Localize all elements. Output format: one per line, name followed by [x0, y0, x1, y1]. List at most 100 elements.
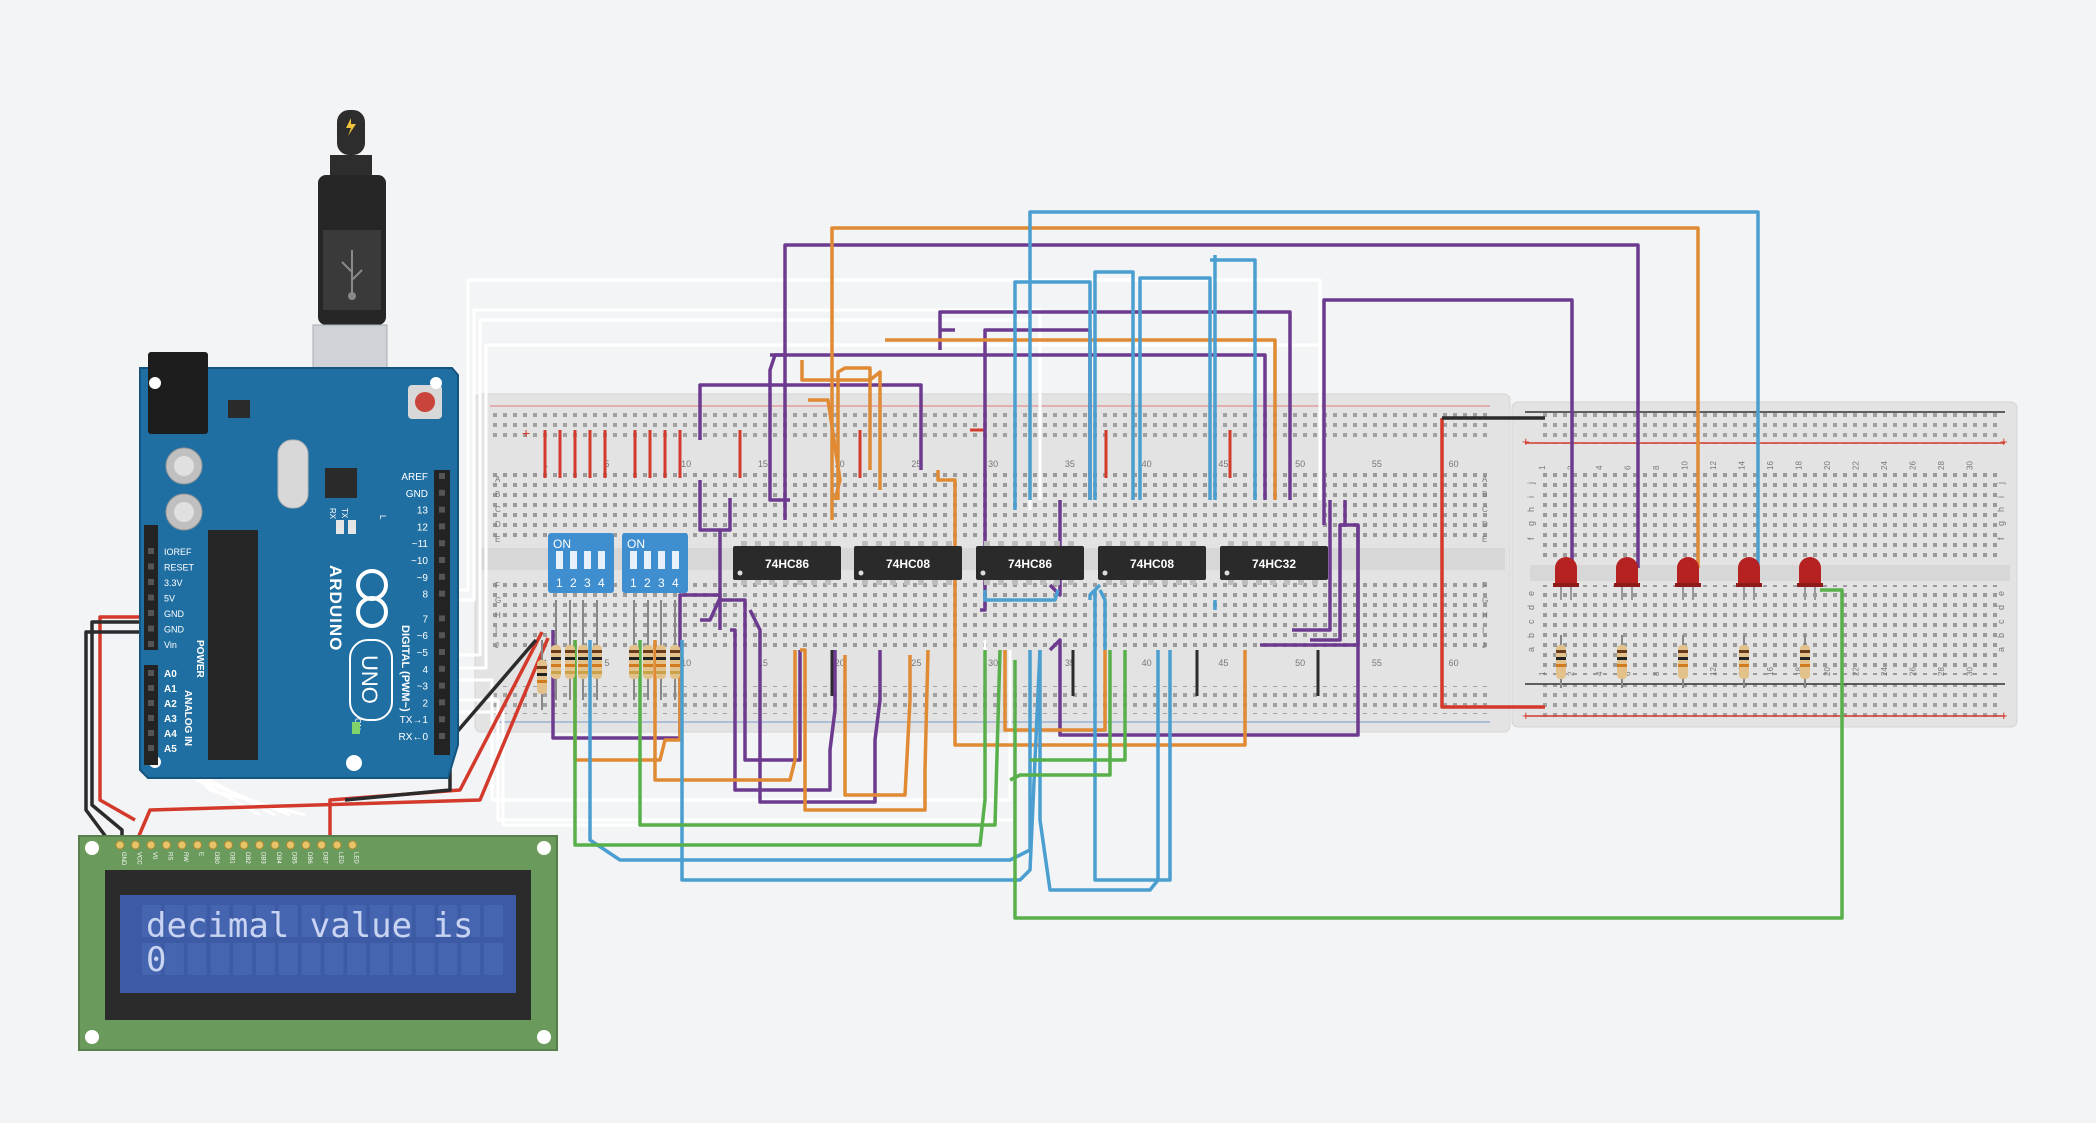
- small-column-number: 24: [1880, 461, 1889, 470]
- dip-toggle[interactable]: [658, 551, 665, 569]
- chip-label: 74HC08: [886, 557, 930, 571]
- row-letter: I: [1482, 626, 1484, 635]
- small-column-number: 1: [1538, 465, 1547, 470]
- column-number: 35: [1065, 658, 1075, 668]
- resistors-main[interactable]: [537, 600, 680, 710]
- power-header[interactable]: [144, 525, 158, 650]
- row-letter: G: [1482, 596, 1488, 605]
- svg-text:+: +: [2000, 708, 2008, 723]
- small-row-letter: b: [1526, 633, 1536, 638]
- ic-chips[interactable]: 74HC86 74HC08 74HC86 74HC08 74HC32: [733, 541, 1328, 585]
- resistor[interactable]: [592, 600, 602, 700]
- row-letter: A: [495, 475, 501, 484]
- column-number: 55: [1372, 658, 1382, 668]
- led[interactable]: [1797, 557, 1823, 600]
- led[interactable]: [1675, 557, 1701, 600]
- row-letter: F: [495, 581, 500, 590]
- lcd-line-1: decimal value is: [146, 906, 474, 946]
- row-letter: A: [1482, 475, 1488, 484]
- purple-wires: [551, 243, 1640, 804]
- resistor[interactable]: [629, 600, 639, 700]
- ic-chip[interactable]: 74HC08: [854, 541, 962, 585]
- led-array[interactable]: [1553, 557, 1823, 688]
- chip-label: 74HC08: [1130, 557, 1174, 571]
- resistor[interactable]: [578, 600, 588, 700]
- dip-on-label: ON: [553, 537, 571, 551]
- led[interactable]: [1736, 557, 1762, 600]
- dip-toggle[interactable]: [630, 551, 637, 569]
- breadboard-small[interactable]: + + + + 11224466881010121214141616181820…: [1511, 401, 2018, 728]
- small-column-number: 1: [1538, 671, 1547, 676]
- resistor[interactable]: [551, 600, 561, 700]
- digital-pin-label: ~10: [411, 556, 428, 567]
- resistor[interactable]: [670, 600, 680, 700]
- resistor[interactable]: [1678, 635, 1688, 688]
- row-letter: B: [495, 490, 500, 499]
- small-column-number: 2: [1567, 671, 1576, 676]
- dip-number: 1: [556, 576, 563, 590]
- digital-header[interactable]: [434, 470, 450, 755]
- led[interactable]: [1614, 557, 1640, 600]
- small-row-letter: b: [1996, 633, 2006, 638]
- resistor[interactable]: [1739, 635, 1749, 688]
- dip-toggle[interactable]: [672, 551, 679, 569]
- small-row-letter: d: [1526, 605, 1536, 610]
- small-column-number: 6: [1624, 671, 1633, 676]
- power-jack: [148, 352, 208, 434]
- ic-chip[interactable]: 74HC32: [1220, 541, 1328, 585]
- dip-toggle[interactable]: [644, 551, 651, 569]
- power-pin-label: RESET: [164, 563, 195, 573]
- small-column-number: 6: [1624, 465, 1633, 470]
- led[interactable]: [1553, 557, 1579, 600]
- wires[interactable]: [84, 210, 1844, 920]
- digital-pin-label: ~3: [417, 682, 429, 693]
- small-column-number: 22: [1852, 667, 1861, 676]
- resistor[interactable]: [537, 640, 547, 710]
- dip-toggle[interactable]: [556, 551, 563, 569]
- arduino-logo: [356, 569, 388, 628]
- resistor[interactable]: [656, 600, 666, 700]
- analog-pin-label: A1: [164, 684, 177, 695]
- small-row-letter: e: [1996, 591, 2006, 596]
- small-column-number: 8: [1652, 671, 1661, 676]
- resistor[interactable]: [1617, 635, 1627, 688]
- atmega-chip: [208, 530, 258, 760]
- small-column-number: 4: [1595, 671, 1604, 676]
- digital-label: DIGITAL (PWM~): [399, 625, 411, 712]
- ic-chip[interactable]: 74HC08: [1098, 541, 1206, 585]
- resistor[interactable]: [643, 600, 653, 700]
- analog-pin-label: A0: [164, 669, 177, 680]
- dip-toggle[interactable]: [584, 551, 591, 569]
- digital-pin-label: TX→1: [400, 715, 429, 726]
- resistor[interactable]: [1556, 635, 1566, 688]
- column-number: 40: [1142, 658, 1152, 668]
- resistor[interactable]: [565, 600, 575, 700]
- analog-pin-label: A5: [164, 744, 177, 755]
- lcd-pin-label: DB5: [291, 852, 297, 864]
- dip-toggle[interactable]: [570, 551, 577, 569]
- small-row-letter: a: [1996, 647, 2006, 652]
- column-number: 10: [681, 658, 691, 668]
- row-letter: J: [495, 641, 499, 650]
- digital-pin-label: ~6: [417, 631, 429, 642]
- reset-button[interactable]: [415, 392, 435, 412]
- ic-chip[interactable]: 74HC86: [733, 541, 841, 585]
- ic-chip[interactable]: 74HC86: [976, 541, 1084, 585]
- small-column-number: 16: [1766, 461, 1775, 470]
- small-row-letter: g: [1526, 521, 1536, 526]
- analog-pin-label: A3: [164, 714, 177, 725]
- column-number: 5: [604, 658, 609, 668]
- rail-plus-label: +: [522, 425, 530, 441]
- small-row-letter: g: [1996, 521, 2006, 526]
- resistor[interactable]: [1800, 635, 1810, 688]
- small-column-number: 4: [1595, 465, 1604, 470]
- dip-toggle[interactable]: [598, 551, 605, 569]
